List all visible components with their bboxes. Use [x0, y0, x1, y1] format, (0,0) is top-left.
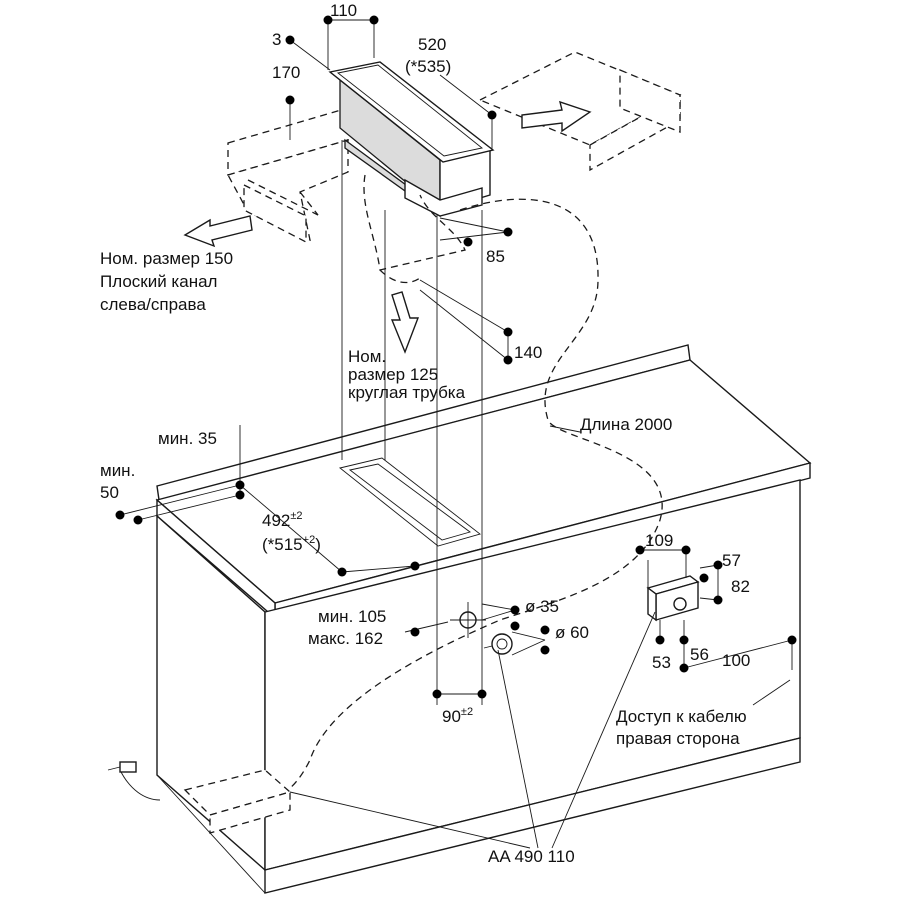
dim-side-dist: 100: [722, 651, 750, 670]
cable-access-label-2: правая сторона: [616, 729, 740, 748]
flat-duct-label-2: Плоский канал: [100, 272, 217, 291]
countertop-cutout: [338, 457, 481, 547]
flat-duct-label-3: слева/справа: [100, 295, 206, 314]
arrow-right-icon: [521, 100, 592, 133]
cabinet-plinth: [264, 737, 801, 894]
hole-d35-label: ø 35: [525, 597, 559, 616]
dim-top-length-alt: (*535): [405, 57, 451, 76]
dimension-dots: [115, 15, 797, 699]
dim-box-d1: 53: [652, 653, 671, 672]
airflow-arrows: [183, 100, 592, 354]
dim-depth-height: 170: [272, 63, 300, 82]
dim-box-height: 82: [731, 577, 750, 596]
dim-box-d2: 56: [690, 645, 709, 664]
accessory-label: AA 490 110: [488, 847, 575, 866]
dimension-lines: [119, 19, 793, 849]
guide-lines: [338, 140, 483, 705]
front-holes: [450, 602, 513, 655]
dim-box-width: 109: [645, 531, 673, 550]
hole-60: [491, 633, 513, 655]
hole-max-label: макс. 162: [308, 629, 383, 648]
junction-box: [183, 769, 292, 834]
flat-duct-label-1: Ном. размер 150: [100, 249, 233, 268]
cable-access-label-1: Доступ к кабелю: [616, 707, 747, 726]
min-side-label-1: мин.: [100, 461, 135, 480]
dim-cutout-length-alt: (*515+2): [262, 534, 321, 554]
dim-cutout-length: 492±2: [262, 510, 303, 530]
min-side-label-2: 50: [100, 483, 119, 502]
unit-top-glass: [328, 61, 495, 163]
side-box: [646, 575, 700, 622]
dim-top-offset: 3: [272, 30, 281, 49]
cable-length-label: Длина 2000: [580, 415, 672, 434]
dim-top-width: 110: [330, 1, 357, 20]
dim-top-length: 520: [418, 35, 446, 54]
round-pipe-label-2: размер 125: [348, 365, 438, 384]
hole-d60-label: ø 60: [555, 623, 589, 642]
hole-min-label: мин. 105: [318, 607, 386, 626]
dim-outlet-depth: 85: [486, 247, 505, 266]
power-cable: [279, 198, 663, 796]
text-labels: 110 3 170 520 (*535) 85 140 Ном. размер …: [100, 1, 750, 866]
dim-cutout-width: 90±2: [442, 706, 473, 726]
arrow-down-icon: [390, 291, 420, 354]
downdraft-unit: [227, 51, 682, 284]
plug-icon: [107, 761, 161, 801]
round-pipe-label-3: круглая трубка: [348, 383, 466, 402]
arrow-left-icon: [183, 215, 253, 248]
min-front-label: мин. 35: [158, 429, 217, 448]
dim-outlet-height: 140: [514, 343, 542, 362]
dim-box-w2: 57: [722, 551, 741, 570]
round-pipe-label-1: Ном.: [348, 347, 386, 366]
